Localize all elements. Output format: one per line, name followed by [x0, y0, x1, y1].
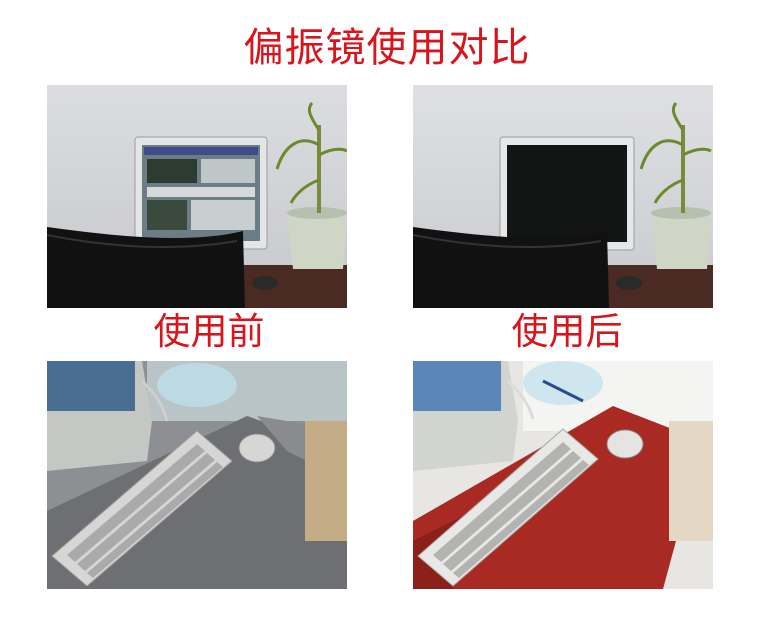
monitor-photo-before: [47, 85, 347, 308]
label-after: 使用后: [511, 310, 623, 353]
keyboard-photo-before: [47, 361, 347, 589]
label-before: 使用前: [153, 310, 265, 353]
keyboard-photo-after: [413, 361, 713, 589]
monitor-photo-after: [413, 85, 713, 308]
comparison-title: 偏振镜使用对比: [243, 25, 531, 71]
